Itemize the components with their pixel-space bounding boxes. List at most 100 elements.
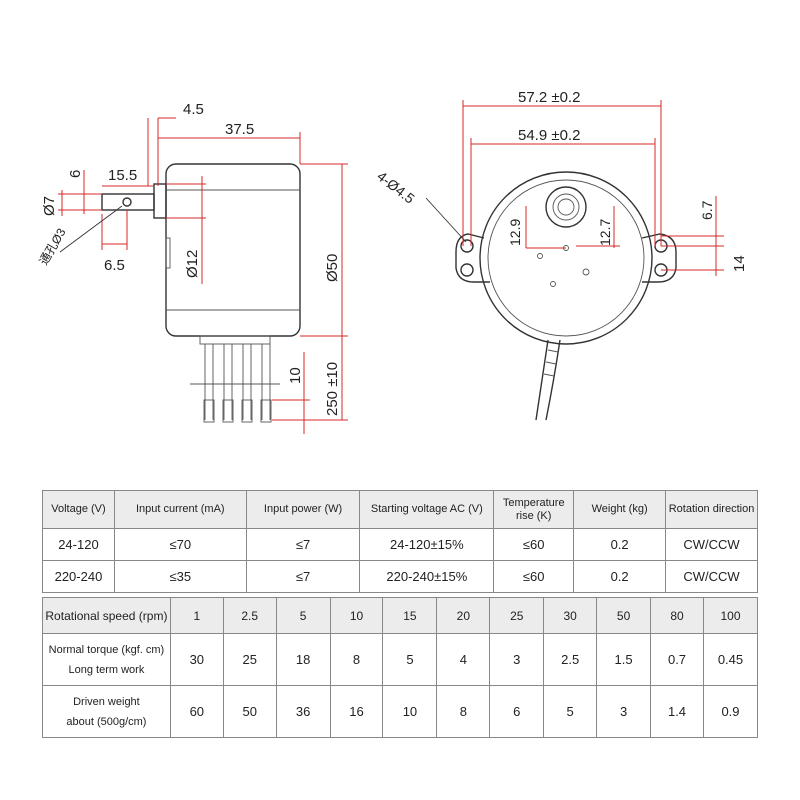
weight-cell: 16 — [329, 685, 384, 738]
dim-15-5: 15.5 — [108, 167, 137, 184]
shaft-through-hole — [122, 197, 132, 207]
torque-cell: 0.45 — [702, 633, 759, 686]
dim-57-2: 57.2 ±0.2 — [518, 89, 580, 106]
dim-37-5: 37.5 — [225, 121, 254, 138]
weight-cell: 6 — [489, 685, 545, 738]
front-view: 57.2 ±0.2 54.9 ±0.2 4-Ø4.5 12.9 12.7 6.7… — [374, 89, 748, 421]
speed-value: 5 — [275, 597, 331, 634]
dim-through-hole-phi3: 通孔Ø3 — [36, 226, 68, 268]
torque-row: Normal torque (kgf. cm) Long term work 3… — [42, 633, 759, 686]
dim-4-holes: 4-Ø4.5 — [374, 168, 418, 207]
speed-value: 1 — [169, 597, 224, 634]
torque-cell: 4 — [436, 633, 491, 686]
speed-value: 50 — [596, 597, 652, 634]
spec-cell: 0.2 — [573, 560, 667, 593]
dim-54-9: 54.9 ±0.2 — [518, 127, 580, 144]
torque-cell: 0.7 — [650, 633, 704, 686]
speed-value: 25 — [489, 597, 545, 634]
weight-cell: 3 — [596, 685, 652, 738]
output-shaft — [101, 193, 155, 211]
speed-header-row: Rotational speed (rpm) 1 2.5 5 10 15 20 … — [42, 597, 759, 634]
spec-header: Input power (W) — [245, 490, 361, 529]
weight-cell: 10 — [382, 685, 438, 738]
weight-cell: 50 — [222, 685, 277, 738]
spec-cell: CW/CCW — [665, 528, 758, 561]
dim-phi12: Ø12 — [184, 250, 201, 278]
torque-row-label: Normal torque (kgf. cm) Long term work — [42, 633, 171, 686]
speed-value: 100 — [702, 597, 759, 634]
spec-cell: ≤7 — [245, 560, 361, 593]
lead-wires — [190, 335, 280, 423]
side-view: 4.5 37.5 6 15.5 Ø7 通孔Ø3 6.5 Ø12 Ø50 10 2… — [36, 101, 348, 434]
spec-cell: ≤60 — [493, 560, 575, 593]
mounting-flange — [455, 233, 677, 283]
speed-value: 15 — [382, 597, 438, 634]
dim-6-7: 6.7 — [699, 200, 715, 220]
speed-value: 20 — [436, 597, 491, 634]
spec-header: Weight (kg) — [573, 490, 667, 529]
spec-cell: 220-240 — [42, 560, 115, 593]
weight-cell: 8 — [436, 685, 491, 738]
dim-6: 6 — [67, 170, 84, 178]
spec-cell: ≤7 — [245, 528, 361, 561]
spec-cell: ≤70 — [113, 528, 247, 561]
weight-row-label: Driven weight about (500g/cm) — [42, 685, 171, 738]
spec-cell: ≤35 — [113, 560, 247, 593]
table-row: 24-120 ≤70 ≤7 24-120±15% ≤60 0.2 CW/CCW — [42, 528, 758, 561]
dim-phi50: Ø50 — [324, 254, 341, 282]
mount-hole-2 — [460, 263, 474, 277]
torque-label-line-2: Long term work — [68, 663, 145, 676]
speed-value: 10 — [329, 597, 384, 634]
front-cable — [535, 339, 549, 421]
weight-cell: 1.4 — [650, 685, 704, 738]
weight-cell: 36 — [275, 685, 331, 738]
speed-torque-table: Rotational speed (rpm) 1 2.5 5 10 15 20 … — [42, 597, 759, 738]
gearbox-housing — [479, 171, 653, 345]
spec-header-row: Voltage (V) Input current (mA) Input pow… — [42, 490, 758, 529]
torque-cell: 8 — [329, 633, 384, 686]
torque-label-line-1: Normal torque (kgf. cm) — [48, 643, 165, 656]
spec-cell: ≤60 — [493, 528, 575, 561]
spec-cell: 0.2 — [573, 528, 667, 561]
weight-cell: 0.9 — [702, 685, 759, 738]
torque-cell: 5 — [382, 633, 438, 686]
weight-cell: 5 — [543, 685, 598, 738]
dim-6-5: 6.5 — [104, 257, 125, 274]
speed-row-label: Rotational speed (rpm) — [42, 597, 171, 634]
spec-header: Voltage (V) — [42, 490, 115, 529]
spec-cell: 220-240±15% — [359, 560, 495, 593]
speed-value: 80 — [650, 597, 704, 634]
dim-phi7: Ø7 — [41, 196, 58, 216]
weight-label-line-2: about (500g/cm) — [66, 715, 147, 728]
torque-cell: 1.5 — [596, 633, 652, 686]
spec-cell: 24-120 — [42, 528, 115, 561]
dim-4-5: 4.5 — [183, 101, 204, 118]
weight-cell: 60 — [169, 685, 224, 738]
front-shaft-boss — [545, 186, 587, 228]
motor-dimension-drawing: 4.5 37.5 6 15.5 Ø7 通孔Ø3 6.5 Ø12 Ø50 10 2… — [36, 89, 748, 434]
torque-cell: 18 — [275, 633, 331, 686]
torque-cell: 25 — [222, 633, 277, 686]
spec-header: Rotation direction — [665, 490, 758, 529]
spec-header: Starting voltage AC (V) — [359, 490, 495, 529]
dim-10: 10 — [287, 367, 304, 384]
speed-value: 2.5 — [222, 597, 277, 634]
dim-12-9: 12.9 — [507, 219, 523, 246]
table-row: 220-240 ≤35 ≤7 220-240±15% ≤60 0.2 CW/CC… — [42, 560, 758, 593]
shaft-boss — [153, 183, 167, 219]
spec-header: Temperature rise (K) — [493, 490, 575, 529]
torque-cell: 3 — [489, 633, 545, 686]
spec-table: Voltage (V) Input current (mA) Input pow… — [42, 490, 758, 593]
dim-14: 14 — [731, 255, 748, 272]
dim-250: 250 ±10 — [324, 362, 341, 416]
spec-cell: 24-120±15% — [359, 528, 495, 561]
mount-hole-1 — [460, 239, 474, 253]
weight-label-line-1: Driven weight — [73, 695, 140, 708]
spec-cell: CW/CCW — [665, 560, 758, 593]
speed-value: 30 — [543, 597, 598, 634]
dim-12-7: 12.7 — [597, 219, 613, 246]
weight-row: Driven weight about (500g/cm) 60 50 36 1… — [42, 685, 759, 738]
spec-header: Input current (mA) — [113, 490, 247, 529]
torque-cell: 30 — [169, 633, 224, 686]
torque-cell: 2.5 — [543, 633, 598, 686]
